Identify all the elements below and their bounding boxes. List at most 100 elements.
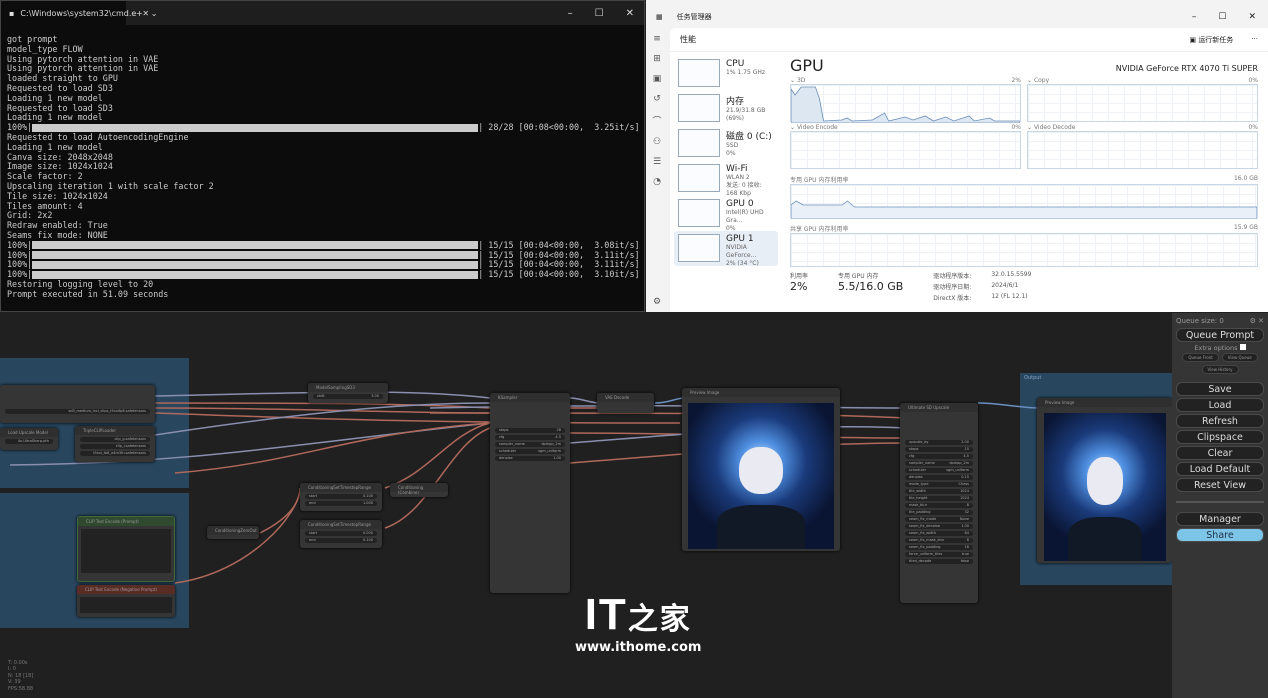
queue-front-button[interactable]: Queue Front: [1182, 353, 1219, 362]
chevron-down-icon[interactable]: ⌄: [150, 8, 158, 18]
comfyui-canvas[interactable]: Output sd3_medium_incl_clips_t5xxlfp8.sa…: [0, 313, 1268, 698]
save-button[interactable]: Save: [1176, 382, 1264, 396]
engine-video-decode[interactable]: ⌄ Video Decode: [1027, 124, 1076, 131]
node-clip-text-negative[interactable]: CLIP Text Encode (Negative Prompt): [77, 585, 175, 617]
gear-icon[interactable]: ⚙: [1249, 317, 1256, 325]
generated-image[interactable]: [688, 403, 834, 549]
close-icon[interactable]: ✕: [625, 7, 634, 19]
maximize-icon[interactable]: ☐: [594, 7, 604, 19]
refresh-button[interactable]: Refresh: [1176, 414, 1264, 428]
minimize-icon[interactable]: –: [1191, 12, 1197, 22]
users-icon[interactable]: ⚇: [652, 137, 662, 147]
hamburger-icon[interactable]: ≡: [653, 34, 661, 44]
close-icon[interactable]: ✕: [1248, 12, 1256, 22]
view-queue-button[interactable]: View Queue: [1221, 353, 1258, 362]
engine-copy[interactable]: ⌄ Copy: [1027, 77, 1050, 84]
new-tab-icon[interactable]: +: [136, 8, 143, 18]
reset-view-button[interactable]: Reset View: [1176, 478, 1264, 492]
progress-bar: [32, 123, 479, 132]
positive-prompt-textarea[interactable]: [81, 529, 171, 573]
device-thumbnail: [678, 94, 720, 122]
upscaled-image[interactable]: [1044, 413, 1166, 561]
console-line: Tile size: 1024x1024: [7, 190, 108, 201]
minimize-icon[interactable]: –: [567, 7, 573, 19]
startup-icon[interactable]: ⌒: [652, 117, 662, 127]
device-thumbnail: [678, 199, 720, 227]
view-history-button[interactable]: View History: [1201, 365, 1239, 374]
cmd-tab[interactable]: ▪C:\Windows\system32\cmd.e✕: [1, 1, 149, 25]
maximize-icon[interactable]: ☐: [1218, 12, 1227, 22]
group-loaders[interactable]: [0, 358, 189, 488]
engine-3d[interactable]: ⌄ 3D: [790, 77, 806, 84]
history-icon[interactable]: ↺: [653, 94, 661, 104]
extra-options-checkbox[interactable]: [1239, 344, 1246, 350]
performance-icon[interactable]: ▣: [652, 74, 662, 84]
node-preview-image-1[interactable]: Preview Image: [682, 388, 840, 551]
processes-icon[interactable]: ⊞: [653, 54, 661, 64]
load-default-button[interactable]: Load Default: [1176, 462, 1264, 476]
node-vae-decode[interactable]: VAE Decode: [597, 393, 654, 413]
console-line: Redraw enabled: True: [7, 220, 108, 231]
node-load-checkpoint[interactable]: sd3_medium_incl_clips_t5xxlfp8.safetenso…: [0, 385, 155, 423]
settings-icon[interactable]: ⚙: [652, 297, 662, 307]
close-icon[interactable]: ✕: [1258, 317, 1264, 325]
details-icon[interactable]: ☰: [652, 157, 662, 167]
negative-prompt-textarea[interactable]: [80, 597, 172, 613]
manager-button[interactable]: Manager: [1176, 512, 1264, 526]
share-button[interactable]: Share: [1176, 528, 1264, 542]
queue-size: Queue size: 0: [1176, 317, 1224, 325]
services-icon[interactable]: ◔: [653, 177, 661, 187]
run-task-button[interactable]: ▣ 运行新任务: [1189, 35, 1234, 44]
load-button[interactable]: Load: [1176, 398, 1264, 412]
close-tab-icon[interactable]: ✕: [142, 8, 150, 18]
node-clip-text-positive[interactable]: CLIP Text Encode (Prompt): [77, 516, 175, 582]
more-button[interactable]: ···: [1251, 34, 1258, 43]
node-preview-image-2[interactable]: Preview Image: [1037, 398, 1172, 563]
node-conditioning-combine[interactable]: Conditioning (Combine): [390, 483, 448, 497]
clear-button[interactable]: Clear: [1176, 446, 1264, 460]
engine-video-encode[interactable]: ⌄ Video Encode: [790, 124, 838, 131]
device-thumbnail: [678, 59, 720, 87]
clipspace-button[interactable]: Clipspace: [1176, 430, 1264, 444]
node-conditioning-zero-out[interactable]: ConditioningZeroOut: [207, 526, 259, 539]
console-line: Using pytorch attention in VAE: [7, 63, 159, 74]
queue-prompt-button[interactable]: Queue Prompt: [1176, 328, 1264, 342]
console-line: Using pytorch attention in VAE: [7, 53, 159, 64]
